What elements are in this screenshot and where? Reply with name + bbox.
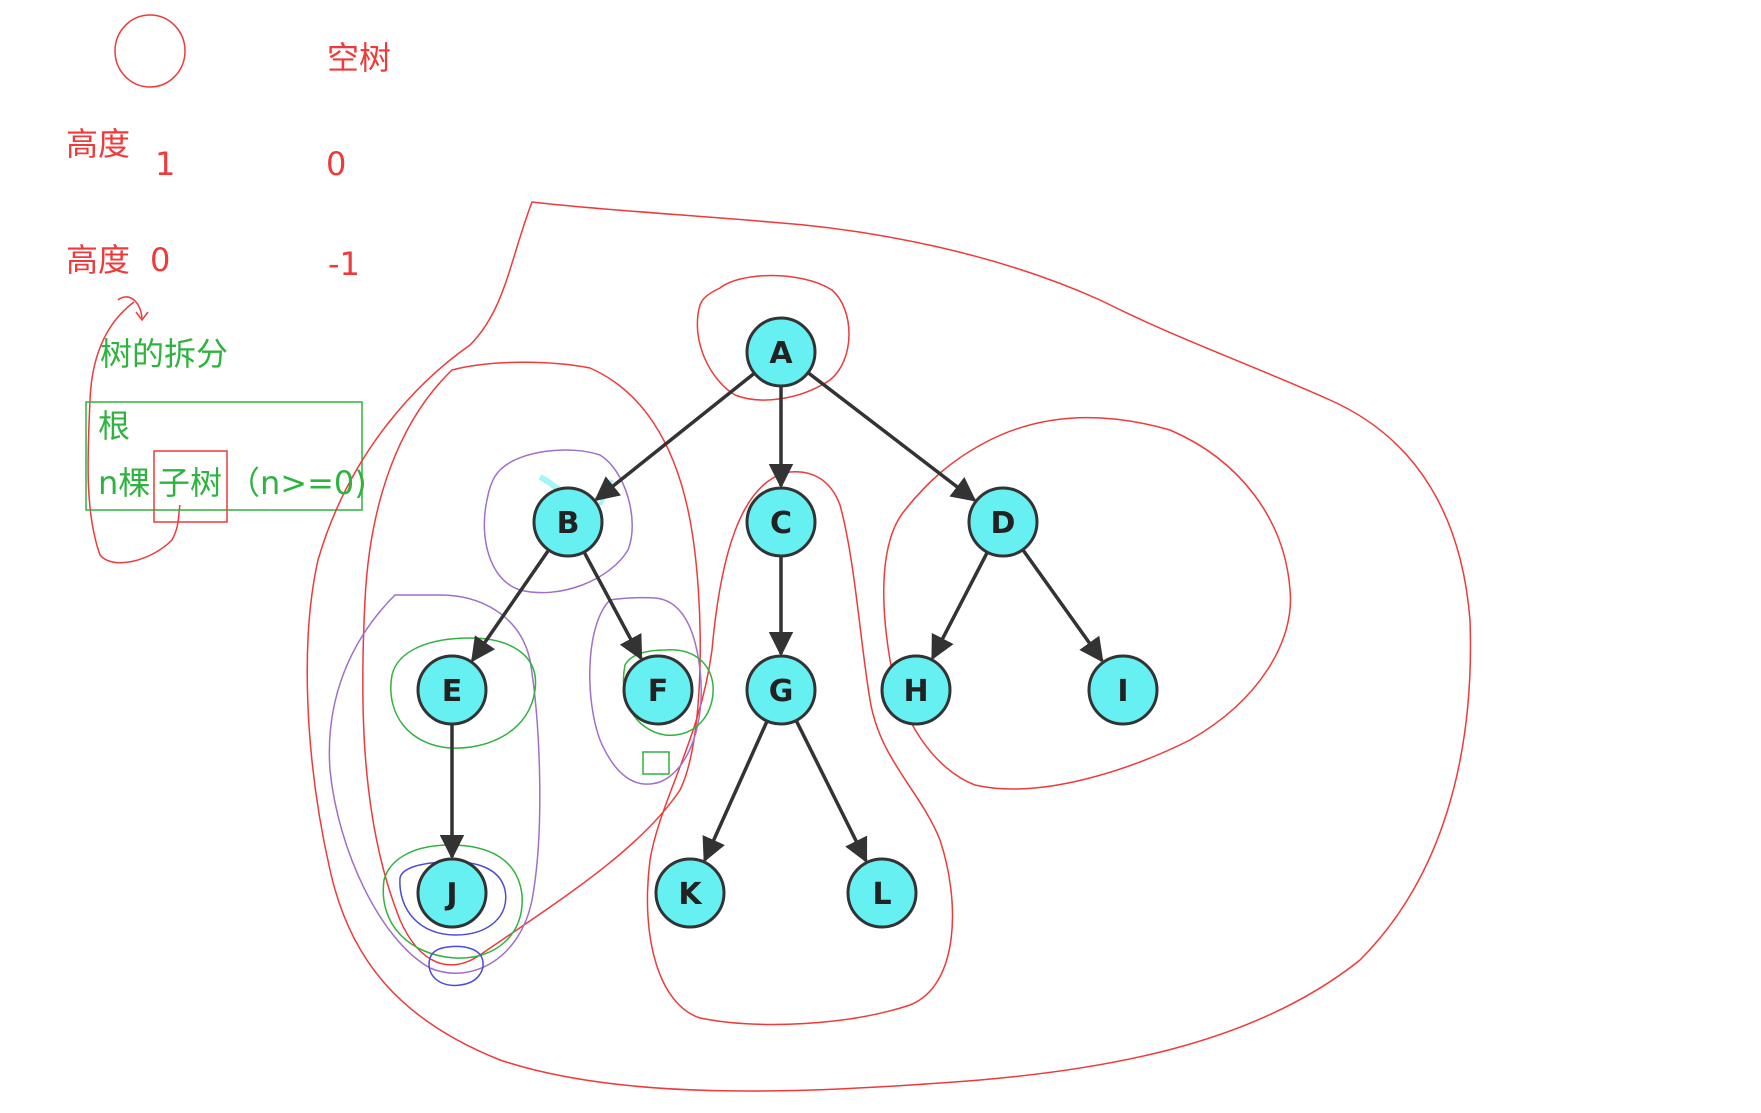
subtree-highlight-box <box>153 450 228 523</box>
f-subtree-purple-outline <box>589 596 702 785</box>
node-A: A <box>745 316 817 388</box>
definition-box <box>85 401 363 511</box>
tree-nodes: A B C D E F G H I J K L <box>416 316 1159 929</box>
edge-D-H <box>931 551 989 661</box>
edge-D-I <box>1021 548 1104 663</box>
n-trees-prefix: n棵 <box>98 464 151 502</box>
f-node-green-outline <box>622 649 714 736</box>
node-label-E: E <box>442 674 463 709</box>
edge-A-B <box>594 371 756 502</box>
node-label-H: H <box>903 674 928 709</box>
n-condition-label: （n>=0) <box>228 464 367 502</box>
node-circle-H <box>880 654 952 726</box>
f-small-green-box <box>642 751 670 775</box>
node-circle-E <box>416 654 488 726</box>
d-subtree-outline <box>883 416 1292 790</box>
whole-tree-outline <box>306 201 1472 1092</box>
edge-G-L <box>794 719 868 863</box>
tree-edges <box>439 371 1104 863</box>
node-circle-K <box>654 857 726 929</box>
height-label-1: 高度 <box>66 125 131 163</box>
node-G: G <box>745 654 817 726</box>
node-label-D: D <box>991 506 1016 541</box>
root-outline <box>696 274 850 401</box>
node-C: C <box>745 486 817 558</box>
empty-height-a: 0 <box>326 145 347 183</box>
node-D: D <box>967 486 1039 558</box>
red-curve-arrow <box>117 296 149 322</box>
node-label-J: J <box>444 877 457 912</box>
node-B: B <box>532 486 604 558</box>
edge-A-D <box>806 371 977 502</box>
b-subtree-outline <box>361 361 701 966</box>
node-circle-C <box>745 486 817 558</box>
node-label-B: B <box>557 506 580 541</box>
single-node-height-a: 1 <box>155 145 176 183</box>
node-circle-I <box>1087 654 1159 726</box>
node-I: I <box>1087 654 1159 726</box>
j-null-blue-outline <box>428 945 484 987</box>
node-circle-L <box>846 857 918 929</box>
node-circle-F <box>622 654 694 726</box>
node-E: E <box>416 654 488 726</box>
node-L: L <box>846 857 918 929</box>
single-node-sketch <box>114 14 186 88</box>
single-node-height-b: 0 <box>150 241 171 279</box>
e-subtree-purple-outline <box>328 594 541 974</box>
node-label-L: L <box>872 877 891 912</box>
node-label-F: F <box>648 674 669 709</box>
node-F: F <box>622 654 694 726</box>
node-H: H <box>880 654 952 726</box>
node-circle-J <box>416 857 488 929</box>
empty-tree-label: 空树 <box>327 39 392 77</box>
height-label-2: 高度 <box>66 241 131 279</box>
node-label-I: I <box>1117 674 1128 709</box>
edge-G-K <box>702 720 769 863</box>
tree-split-label: 树的拆分 <box>100 335 229 373</box>
e-node-green-outline <box>390 637 537 749</box>
node-label-C: C <box>770 506 792 541</box>
node-circle-B <box>532 486 604 558</box>
edge-B-F <box>582 551 643 661</box>
edge-B-E <box>471 548 551 663</box>
empty-height-b: -1 <box>328 245 360 283</box>
notes-loop <box>87 301 181 564</box>
node-circle-A <box>745 316 817 388</box>
node-J: J <box>416 857 488 929</box>
subtree-label: 子树 <box>158 464 223 502</box>
j-node-green-outline <box>382 844 523 959</box>
node-K: K <box>654 857 726 929</box>
node-label-A: A <box>769 336 793 371</box>
node-circle-G <box>745 654 817 726</box>
node-label-K: K <box>678 877 703 912</box>
node-label-G: G <box>769 674 794 709</box>
b-node-purple-outline <box>483 449 633 594</box>
root-label: 根 <box>98 407 131 445</box>
node-circle-D <box>967 486 1039 558</box>
